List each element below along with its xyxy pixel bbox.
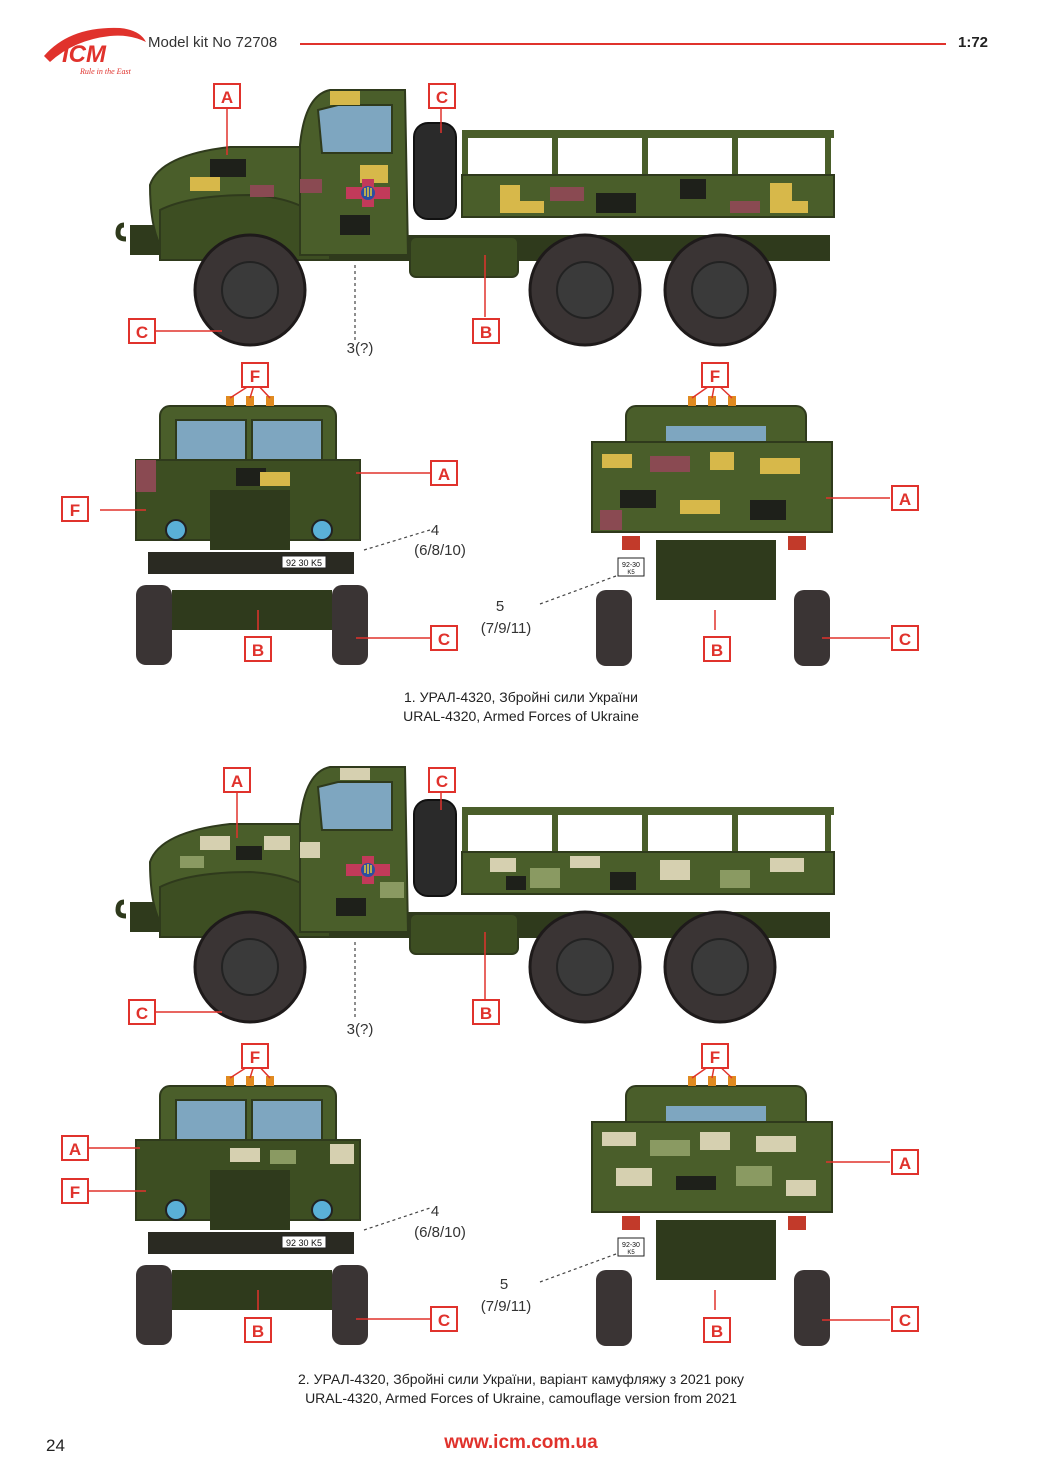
website-link[interactable]: www.icm.com.ua xyxy=(444,1432,598,1453)
callout-c: C xyxy=(128,999,156,1025)
callout-a: A xyxy=(61,1135,89,1161)
caption-scheme-1: 1. УРАЛ-4320, Збройні сили України URAL-… xyxy=(0,688,1042,726)
ukraine-cross-roundel xyxy=(346,856,390,884)
decal-note-front-alt: (6/8/10) xyxy=(414,542,466,559)
callout-c: C xyxy=(128,318,156,344)
plate-rear-2: K5 xyxy=(627,570,635,576)
callout-b: B xyxy=(472,318,500,344)
decal-note-front-num: 4 xyxy=(430,1203,440,1220)
callout-c: C xyxy=(430,1306,458,1332)
ukraine-cross-roundel xyxy=(346,179,390,207)
callout-c: C xyxy=(891,625,919,651)
plate-rear-2: K5 xyxy=(627,1250,635,1256)
callout-a: A xyxy=(213,83,241,109)
page-number: 24 xyxy=(46,1436,65,1455)
callout-b: B xyxy=(703,636,731,662)
callout-f: F xyxy=(61,1178,89,1204)
decal-note-rear-alt: (7/9/11) xyxy=(480,620,532,637)
callout-f: F xyxy=(241,362,269,388)
plate-front: 92 30 K5 xyxy=(286,1238,322,1248)
decal-note-rear-num: 5 xyxy=(499,1276,509,1293)
callout-c: C xyxy=(430,625,458,651)
front-view-scheme-1: 92 30 K5 xyxy=(100,381,431,665)
callout-f: F xyxy=(61,496,89,522)
decal-note-rear-alt: (7/9/11) xyxy=(480,1298,532,1315)
callout-a: A xyxy=(223,767,251,793)
side-view-scheme-2 xyxy=(115,766,835,1024)
callout-c: C xyxy=(428,767,456,793)
decal-note-rear-num: 5 xyxy=(495,598,505,615)
callout-b: B xyxy=(244,636,272,662)
scale-label: 1:72 xyxy=(958,34,989,51)
decal-note-front-num: 4 xyxy=(430,522,440,539)
plate-rear-1: 92-30 xyxy=(622,1242,640,1249)
callout-c: C xyxy=(428,83,456,109)
callout-a: A xyxy=(430,460,458,486)
callout-b: B xyxy=(703,1317,731,1343)
callout-b: B xyxy=(244,1317,272,1343)
callout-a: A xyxy=(891,1149,919,1175)
caption-scheme-2: 2. УРАЛ-4320, Збройні сили України, варі… xyxy=(0,1370,1042,1408)
callout-f: F xyxy=(241,1043,269,1069)
model-kit-title: Model kit No 72708 xyxy=(148,34,278,51)
caption-ukrainian: 2. УРАЛ-4320, Збройні сили України, варі… xyxy=(298,1371,744,1387)
decal-note-side: 3(?) xyxy=(346,1021,374,1038)
header-rule xyxy=(300,43,946,45)
caption-english: URAL-4320, Armed Forces of Ukraine xyxy=(403,708,639,724)
callout-b: B xyxy=(472,999,500,1025)
decal-note-front-alt: (6/8/10) xyxy=(414,1224,466,1241)
caption-ukrainian: 1. УРАЛ-4320, Збройні сили України xyxy=(404,689,638,705)
caption-english: URAL-4320, Armed Forces of Ukraine, camo… xyxy=(305,1390,737,1406)
callout-a: A xyxy=(891,485,919,511)
rear-view-scheme-1: 92-30 K5 xyxy=(539,381,890,666)
brand-text: ICM xyxy=(62,41,107,68)
callout-f: F xyxy=(701,362,729,388)
callout-f: F xyxy=(701,1043,729,1069)
decal-note-side: 3(?) xyxy=(346,340,374,357)
plate-rear-1: 92-30 xyxy=(622,562,640,569)
callout-c: C xyxy=(891,1306,919,1332)
plate-front: 92 30 K5 xyxy=(286,558,322,568)
front-view-scheme-2: 92 30 K5 xyxy=(88,1061,431,1345)
icm-logo: ICM Rule in the East xyxy=(40,22,150,78)
rear-view-scheme-2: 92-30 K5 xyxy=(539,1061,890,1346)
brand-tagline: Rule in the East xyxy=(79,67,132,76)
side-view-scheme-1 xyxy=(115,89,835,347)
